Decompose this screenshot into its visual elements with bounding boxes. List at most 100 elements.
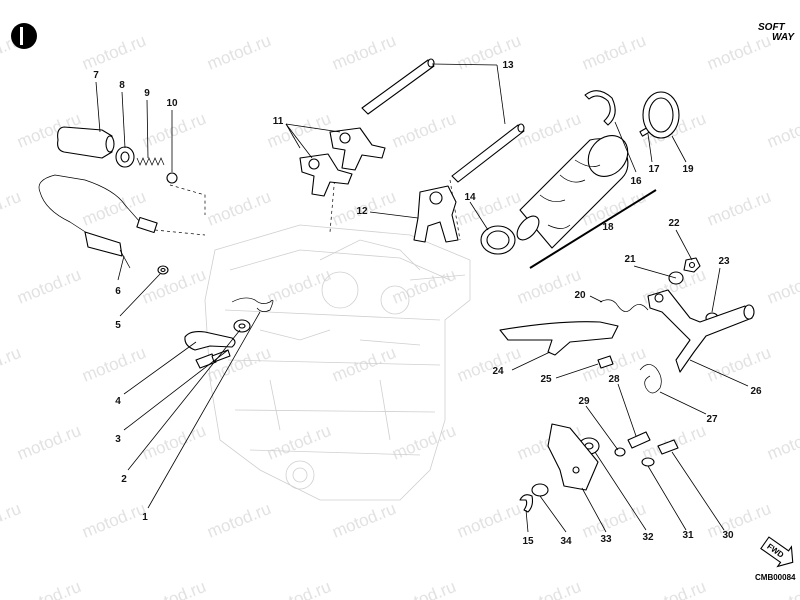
watermark-text: motod.ru xyxy=(204,31,273,74)
retaining-plate xyxy=(184,331,236,351)
watermark-text: motod.ru xyxy=(264,421,333,464)
lower-washer xyxy=(531,483,549,497)
callout-19: 19 xyxy=(682,164,694,175)
drawing-code: CMB00084 xyxy=(755,573,796,582)
return-spring xyxy=(231,297,274,312)
watermark-text: motod.ru xyxy=(704,31,773,74)
callout-6: 6 xyxy=(115,286,121,297)
lever-bolt-long xyxy=(657,439,679,455)
gear-selector-drum xyxy=(516,135,629,249)
lever-washer xyxy=(641,457,655,467)
watermark-text: motod.ru xyxy=(329,343,398,386)
lever-washer-small xyxy=(614,447,626,457)
callout-20: 20 xyxy=(574,290,586,301)
watermark-text: motod.ru xyxy=(139,577,208,600)
watermark-text: motod.ru xyxy=(389,265,458,308)
callout-11: 11 xyxy=(273,116,284,127)
gear-shift-shaft xyxy=(647,289,755,373)
watermark-text: motod.ru xyxy=(0,499,24,542)
pawl-spring xyxy=(599,299,649,312)
fork-shafts xyxy=(361,58,525,183)
callout-30: 30 xyxy=(722,530,734,541)
ratchet-pin xyxy=(597,355,614,369)
manufacturer-logo xyxy=(11,23,37,49)
watermark-text: motod.ru xyxy=(329,499,398,542)
callout-21: 21 xyxy=(624,254,636,265)
watermark-text: motod.ru xyxy=(14,421,83,464)
selector-lever-hole xyxy=(572,466,580,474)
pawl-nut xyxy=(683,257,701,273)
watermark-text: motod.ru xyxy=(579,31,648,74)
watermark-text: motod.ru xyxy=(389,421,458,464)
callout-28: 28 xyxy=(608,374,620,385)
watermark-text: motod.ru xyxy=(264,265,333,308)
callout-2: 2 xyxy=(121,474,127,485)
selector-lever xyxy=(547,423,599,491)
callout-3: 3 xyxy=(115,434,121,445)
gear-position-switch-body xyxy=(57,126,115,159)
watermark-text: motod.ru xyxy=(0,187,24,230)
sensor-washer xyxy=(157,265,169,275)
brand-mark: SOFT WAY xyxy=(758,22,795,43)
detent-spring xyxy=(136,157,165,166)
watermark-text: motod.ru xyxy=(514,265,583,308)
watermark-text: motod.ru xyxy=(514,109,583,152)
watermark-text: motod.ru xyxy=(204,187,273,230)
callout-9: 9 xyxy=(144,88,150,99)
watermark-text: motod.ru xyxy=(139,109,208,152)
callout-8: 8 xyxy=(119,80,125,91)
watermark-text: motod.ru xyxy=(454,343,523,386)
plate-washer xyxy=(233,319,251,333)
callout-27: 27 xyxy=(706,414,718,425)
callout-17: 17 xyxy=(648,164,660,175)
watermark-text: motod.ru xyxy=(514,577,583,600)
callout-16: 16 xyxy=(630,176,642,187)
watermark-text: motod.ru xyxy=(764,265,800,308)
forward-direction-arrow: FWD xyxy=(760,536,794,568)
callout-22: 22 xyxy=(668,218,680,229)
watermark-text: motod.ru xyxy=(579,499,648,542)
callout-7: 7 xyxy=(93,70,99,81)
watermark-text: motod.ru xyxy=(264,577,333,600)
callout-18: 18 xyxy=(602,222,614,233)
callout-1: 1 xyxy=(142,512,148,523)
watermark-text: motod.ru xyxy=(14,577,83,600)
callout-23: 23 xyxy=(718,256,730,267)
watermark-text: motod.ru xyxy=(329,31,398,74)
engine-casing-outline xyxy=(204,224,471,501)
callout-33: 33 xyxy=(600,534,612,545)
drum-circlip xyxy=(584,90,616,126)
callout-34: 34 xyxy=(560,536,572,547)
switch-washer xyxy=(115,146,135,168)
watermark-text: motod.ru xyxy=(764,421,800,464)
watermark-text: motod.ru xyxy=(79,499,148,542)
leader-lines xyxy=(95,63,749,533)
lower-circlip xyxy=(519,494,534,513)
shaft-return-spring xyxy=(639,364,662,394)
callout-24: 24 xyxy=(492,366,504,377)
brand-line2: WAY xyxy=(772,32,795,43)
watermark-text: motod.ru xyxy=(139,265,208,308)
callout-4: 4 xyxy=(115,396,121,407)
watermark-text: motod.ru xyxy=(79,31,148,74)
drum-bearing-ring xyxy=(480,225,516,255)
reference-lines xyxy=(154,174,461,241)
drum-assembly-bracket xyxy=(529,189,657,269)
watermark-text: motod.ru xyxy=(389,109,458,152)
lever-bolt xyxy=(627,431,651,449)
callout-26: 26 xyxy=(750,386,762,397)
callout-labels: 1 2 3 4 5 6 7 8 9 10 11 12 13 14 15 16 1… xyxy=(93,60,762,547)
watermark-text: motod.ru xyxy=(704,343,773,386)
callout-31: 31 xyxy=(682,530,694,541)
detent-ball xyxy=(166,172,178,184)
brand-line1: SOFT xyxy=(758,22,786,33)
watermark-text: motod.ru xyxy=(704,499,773,542)
drum-end-ring xyxy=(642,91,680,139)
callout-29: 29 xyxy=(578,396,590,407)
callout-25: 25 xyxy=(540,374,552,385)
callout-15: 15 xyxy=(522,536,534,547)
callout-32: 32 xyxy=(642,532,654,543)
neutral-sensor-wire xyxy=(38,174,158,269)
watermark-text: motod.ru xyxy=(454,499,523,542)
